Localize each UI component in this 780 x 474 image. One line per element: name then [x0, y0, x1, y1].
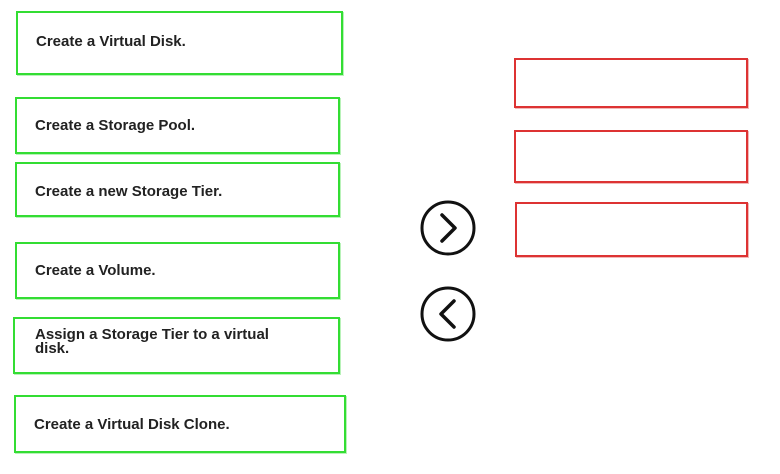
chevron-left-icon	[420, 286, 476, 342]
source-item-label: Create a Virtual Disk Clone.	[34, 416, 230, 433]
target-slot-2[interactable]	[514, 130, 748, 183]
source-item-label: Create a Volume.	[35, 262, 156, 279]
target-slot-1[interactable]	[514, 58, 748, 108]
source-item-create-volume[interactable]: Create a Volume.	[15, 242, 340, 299]
source-item-create-storage-tier[interactable]: Create a new Storage Tier.	[15, 162, 340, 217]
move-right-button[interactable]	[420, 200, 476, 256]
target-slot-3[interactable]	[515, 202, 748, 257]
source-item-label: Create a Virtual Disk.	[36, 33, 186, 50]
move-left-button[interactable]	[420, 286, 476, 342]
source-item-create-storage-pool[interactable]: Create a Storage Pool.	[15, 97, 340, 154]
source-item-label: Assign a Storage Tier to a virtual disk.	[35, 326, 269, 357]
source-item-create-virtual-disk-clone[interactable]: Create a Virtual Disk Clone.	[14, 395, 346, 453]
chevron-right-icon	[420, 200, 476, 256]
source-item-assign-storage-tier[interactable]: Assign a Storage Tier to a virtual disk.	[13, 317, 340, 374]
source-item-label: Create a new Storage Tier.	[35, 183, 223, 200]
source-item-label: Create a Storage Pool.	[35, 117, 196, 134]
source-item-create-virtual-disk[interactable]: Create a Virtual Disk.	[16, 11, 343, 75]
